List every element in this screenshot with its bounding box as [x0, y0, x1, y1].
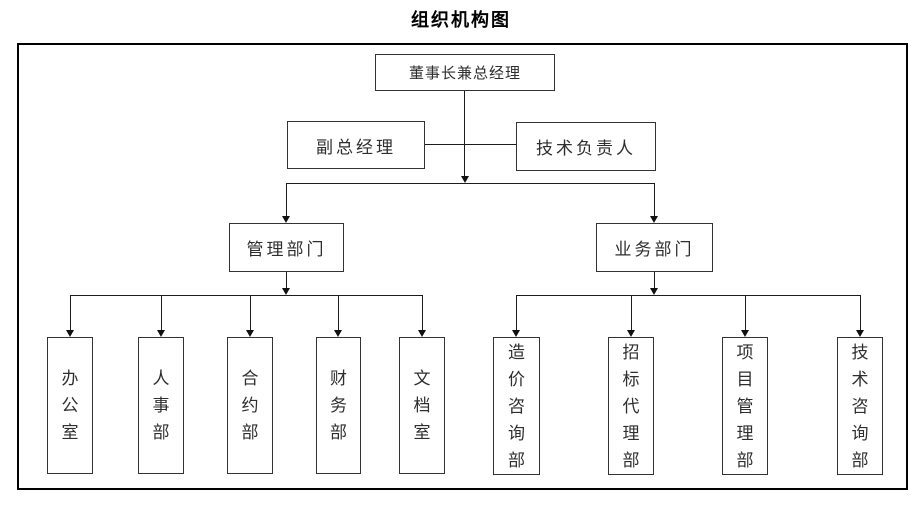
node-deputy-general-manager: 副总经理: [287, 121, 425, 169]
node-label: 财务部: [330, 369, 347, 442]
arrowhead-cost-consulting-icon: [512, 330, 520, 337]
connector-drop-project-management: [745, 295, 746, 330]
node-label: 合约部: [241, 369, 259, 442]
node-label: 业务部门: [614, 240, 695, 259]
arrowhead-bidding-agency-icon: [627, 330, 635, 337]
node-technical-consulting-department: 技术咨询部: [837, 337, 883, 475]
node-label: 办公室: [61, 369, 79, 442]
node-label: 技术负责人: [536, 139, 636, 158]
connector-branch-row: [286, 183, 655, 184]
node-business-departments: 业务部门: [596, 223, 713, 272]
node-cost-consulting-department: 造价咨询部: [493, 337, 540, 475]
connector-management-children-row: [70, 295, 422, 296]
arrowhead-into-management-icon: [282, 216, 290, 223]
connector-drop-contract: [250, 295, 251, 330]
connector-business-children-row: [516, 295, 860, 296]
connector-drop-hr: [161, 295, 162, 330]
connector-drop-finance: [338, 295, 339, 330]
arrowhead-project-management-icon: [741, 330, 749, 337]
node-label: 副总经理: [316, 137, 396, 157]
connector-drop-technical-consulting: [860, 295, 861, 330]
node-management-departments: 管理部门: [229, 223, 344, 272]
connector-staff-row: [425, 144, 516, 145]
node-label: 管理部门: [246, 240, 327, 259]
node-label: 文档室: [413, 369, 431, 442]
connector-drop-cost-consulting: [516, 295, 517, 330]
connector-root-down: [464, 91, 465, 177]
node-label: 造价咨询部: [508, 342, 525, 470]
arrowhead-business-down-icon: [650, 288, 658, 295]
node-technical-director: 技术负责人: [516, 122, 656, 171]
node-label: 董事长兼总经理: [408, 66, 521, 82]
chart-frame: [17, 43, 908, 490]
node-hr-department: 人事部: [138, 337, 184, 474]
arrowhead-office-icon: [66, 330, 74, 337]
node-document-room: 文档室: [399, 337, 445, 474]
node-label: 技术咨询部: [851, 342, 869, 470]
node-finance-department: 财务部: [316, 337, 361, 474]
arrowhead-document-icon: [418, 330, 426, 337]
page-title: 组织机构图: [411, 10, 511, 30]
connector-management-down: [286, 272, 287, 288]
arrowhead-contract-icon: [246, 330, 254, 337]
connector-drop-bidding-agency: [631, 295, 632, 330]
node-contract-department: 合约部: [227, 337, 273, 474]
arrowhead-into-business-icon: [650, 216, 658, 223]
node-label: 招标代理部: [622, 342, 640, 470]
node-project-management-department: 项目管理部: [722, 337, 768, 475]
connector-drop-document: [422, 295, 423, 330]
node-bidding-agency-department: 招标代理部: [608, 337, 654, 475]
arrowhead-finance-icon: [334, 330, 342, 337]
node-label: 项目管理部: [736, 342, 754, 470]
node-office: 办公室: [47, 337, 93, 474]
connector-drop-office: [70, 295, 71, 330]
connector-into-management: [286, 183, 287, 216]
connector-business-down: [654, 272, 655, 288]
node-label: 人事部: [152, 369, 170, 442]
arrowhead-hr-icon: [157, 330, 165, 337]
arrowhead-root-down-icon: [461, 176, 469, 183]
node-chairman-general-manager: 董事长兼总经理: [375, 54, 555, 91]
arrowhead-technical-consulting-icon: [856, 330, 864, 337]
connector-into-business: [654, 183, 655, 216]
arrowhead-management-down-icon: [282, 288, 290, 295]
